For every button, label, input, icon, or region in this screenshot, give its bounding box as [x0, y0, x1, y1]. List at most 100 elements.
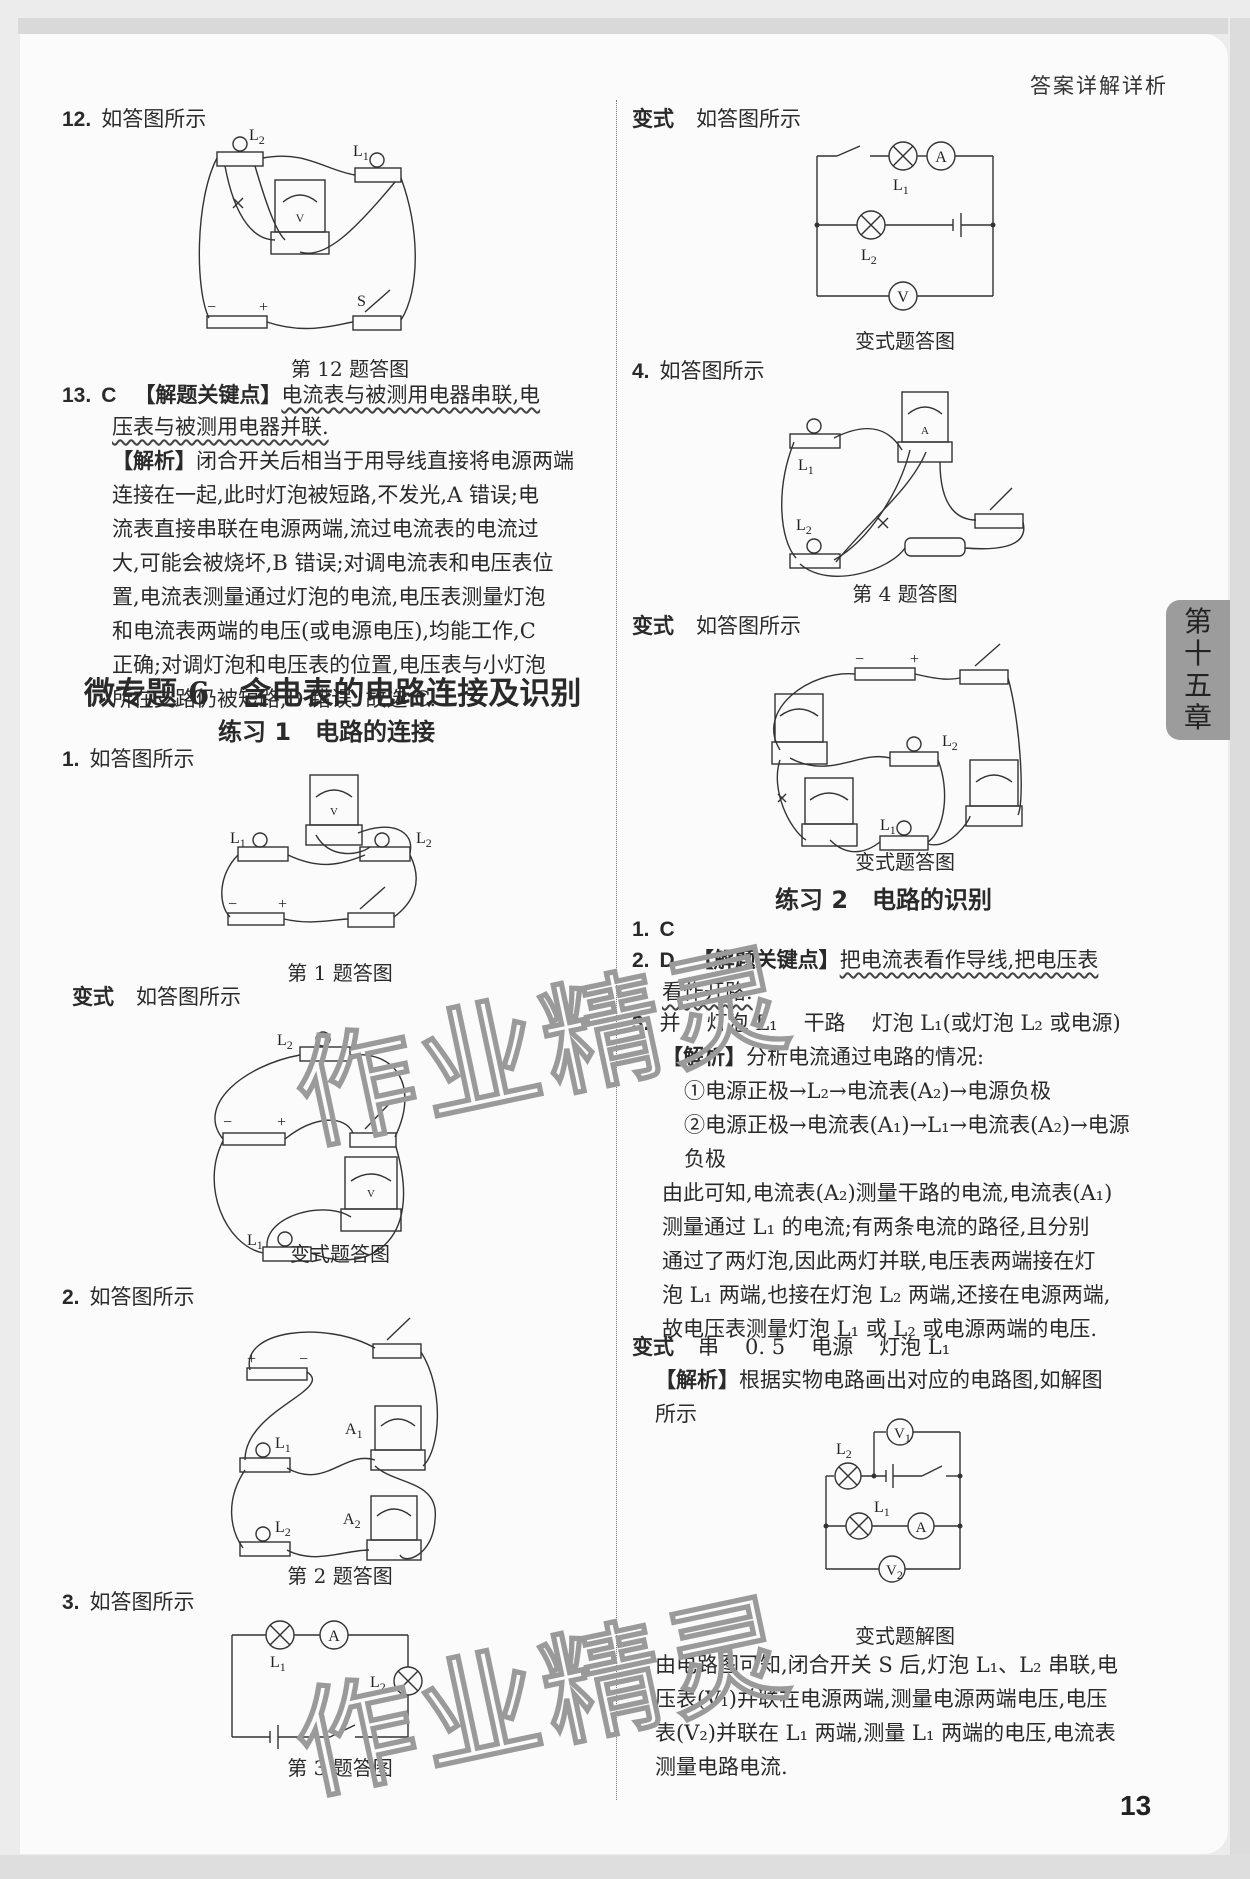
question-number: 3. — [62, 1591, 80, 1614]
key-point-text: 压表与被测用电器并联. — [112, 415, 329, 439]
svg-text:A1: A1 — [345, 1421, 363, 1441]
svg-text:−: − — [228, 896, 237, 913]
chapter-tab[interactable]: 第 十 五 章 — [1166, 600, 1230, 740]
question-number: 3. — [632, 1012, 650, 1035]
p1-q1-circuit-diagram: L1 L2 V −+ — [221, 774, 432, 928]
conclusion-line: 表(V₂)并联在 L₁ 两端,测量 L₁ 两端的电压,电流表 — [655, 1721, 1116, 1745]
conclusion-line: 测量电路电流. — [655, 1755, 788, 1779]
analysis-line: 故电压表测量灯泡 L₁ 或 L₂ 或电源两端的电压. — [662, 1317, 1098, 1341]
blank-answer: 灯泡 L₁(或灯泡 L₂ 或电源) — [871, 1011, 1121, 1035]
variant-label: 变式 — [632, 107, 674, 131]
p1-q1-heading: 1. 如答图所示 — [62, 744, 195, 775]
q13-analysis: 【解析】闭合开关后相当于用导线直接将电源两端 连接在一起,此时灯泡被短路,不发光… — [112, 444, 602, 716]
p1-q3-circuit-diagram: A L1 L2 — [231, 1620, 423, 1749]
variant-mid-heading: 变式如答图所示 — [632, 611, 801, 641]
analysis-line: 正确;对调灯泡和电压表的位置,电压表与小灯泡 — [112, 653, 546, 677]
analysis-line: 根据实物电路画出对应的电路图,如解图 — [739, 1368, 1103, 1392]
p2-q2-line: 2.D【解题关键点】把电流表看作导线,把电压表 — [632, 945, 1098, 976]
p2-variant-conclusion: 由电路图可知,闭合开关 S 后,灯泡 L₁、L₂ 串联,电 压表(V₁)并联在电… — [655, 1648, 1165, 1784]
current-path-2: ②电源正极→电流表(A₁)→L₁→电流表(A₂)→电源 — [684, 1113, 1130, 1137]
svg-text:L1: L1 — [275, 1435, 291, 1455]
svg-text:V: V — [897, 289, 909, 306]
q12-heading: 12.如答图所示 — [62, 104, 206, 135]
svg-text:L1: L1 — [880, 817, 896, 837]
analysis-line: 分析电流通过电路的情况: — [746, 1045, 985, 1069]
current-path-2-cont: 负极 — [684, 1147, 726, 1171]
svg-text:A: A — [935, 149, 947, 166]
question-text: 如答图所示 — [89, 747, 195, 771]
chapter-tab-char: 章 — [1183, 701, 1212, 734]
svg-text:L2: L2 — [861, 247, 877, 267]
answer-choice: C — [659, 918, 675, 941]
answer-choice: D — [659, 949, 675, 972]
question-number: 1. — [62, 748, 80, 771]
variant-label: 变式 — [72, 985, 114, 1009]
svg-text:+: + — [259, 299, 268, 316]
current-path-1: ①电源正极→L₂→电流表(A₂)→电源负极 — [684, 1079, 1052, 1103]
q12-caption: 第 12 题答图 — [290, 357, 410, 381]
q4-caption: 第 4 题答图 — [852, 582, 958, 606]
svg-text:L2: L2 — [416, 830, 432, 850]
svg-text:L2: L2 — [277, 1032, 293, 1052]
blank-answer: 灯泡 L₁ — [879, 1335, 951, 1359]
blank-answer: 0. 5 — [745, 1335, 786, 1359]
p2-variant-circuit-diagram: V1 V2 A L2 L1 — [823, 1418, 963, 1583]
p2-variant-answer-line: 变式串 0. 5 电源 灯泡 L₁ — [632, 1332, 950, 1362]
key-point-label: 【解题关键点】 — [134, 383, 282, 407]
svg-text:L2: L2 — [796, 517, 812, 537]
svg-text:A2: A2 — [343, 1511, 361, 1531]
chapter-tab-char: 五 — [1183, 669, 1212, 702]
page — [20, 34, 1228, 1854]
svg-text:L2: L2 — [370, 1674, 386, 1694]
q13-answer-line: 13.C【解题关键点】电流表与被测用电器串联,电 — [62, 380, 540, 411]
label-l1: L1 — [353, 143, 369, 163]
svg-text:V: V — [296, 211, 305, 225]
question-text: 如答图所示 — [89, 1590, 195, 1614]
svg-text:L1: L1 — [798, 457, 814, 477]
conclusion-line: 由电路图可知,闭合开关 S 后,灯泡 L₁、L₂ 串联,电 — [655, 1653, 1118, 1677]
page-number: 13 — [1120, 1790, 1152, 1821]
question-number: 4. — [632, 360, 650, 383]
variant-mid-caption: 变式题答图 — [855, 850, 955, 874]
p2-variant-caption: 变式题解图 — [855, 1624, 955, 1648]
variant-top-circuit-diagram: A V L1 L2 — [814, 141, 996, 311]
q4-circuit-diagram: L1 L2 A — [781, 391, 1025, 577]
question-text: 如答图所示 — [696, 107, 801, 131]
running-header: 答案详解详析 — [1030, 74, 1168, 98]
svg-text:V: V — [367, 1188, 375, 1200]
question-number: 13. — [62, 384, 92, 407]
svg-text:L1: L1 — [874, 1499, 890, 1519]
section-title: 微专题 6 含电表的电路连接及识别 — [84, 676, 582, 712]
blank-answer: 电源 — [811, 1335, 854, 1359]
svg-text:A: A — [921, 425, 929, 437]
blank-answer: 干路 — [803, 1011, 846, 1035]
p1-variant-circuit-diagram: L2 L1 V −+ — [213, 1031, 406, 1262]
p1-q3-caption: 第 3 题答图 — [287, 1756, 393, 1780]
p1-q3-heading: 3. 如答图所示 — [62, 1587, 195, 1618]
chapter-tab-char: 第 — [1183, 605, 1212, 638]
svg-text:+: + — [277, 1114, 286, 1131]
svg-text:−: − — [299, 1351, 308, 1368]
p1-q2-caption: 第 2 题答图 — [287, 1564, 393, 1588]
variant-label: 变式 — [632, 1335, 674, 1359]
p1-variant-caption: 变式题答图 — [290, 1242, 390, 1266]
key-point-label: 【解题关键点】 — [692, 948, 840, 972]
p1-q1-caption: 第 1 题答图 — [287, 961, 393, 985]
svg-text:L2: L2 — [942, 733, 958, 753]
analysis-line: 置,电流表测量通过灯泡的电流,电压表测量灯泡 — [112, 585, 546, 609]
svg-text:L1: L1 — [270, 1654, 286, 1674]
p1-q2-heading: 2.如答图所示 — [62, 1282, 195, 1313]
p2-variant-analysis: 【解析】根据实物电路画出对应的电路图,如解图 所示 — [655, 1363, 1160, 1431]
label-s: S — [357, 293, 366, 310]
column-divider — [616, 100, 617, 1800]
p2-q3-analysis: 【解析】分析电流通过电路的情况: ①电源正极→L₂→电流表(A₂)→电源负极 ②… — [662, 1040, 1162, 1346]
q12-circuit-diagram: L2 L1 V S −+ — [198, 127, 416, 331]
scan-top-edge — [18, 18, 1228, 34]
key-point-text: 电流表与被测用电器串联,电 — [281, 383, 541, 407]
question-text: 如答图所示 — [136, 985, 241, 1009]
svg-text:L1: L1 — [893, 177, 909, 197]
variant-label: 变式 — [632, 614, 674, 638]
svg-text:V: V — [330, 806, 338, 818]
analysis-line: 连接在一起,此时灯泡被短路,不发光,A 错误;电 — [112, 483, 539, 507]
blank-answer: 串 — [698, 1335, 719, 1359]
